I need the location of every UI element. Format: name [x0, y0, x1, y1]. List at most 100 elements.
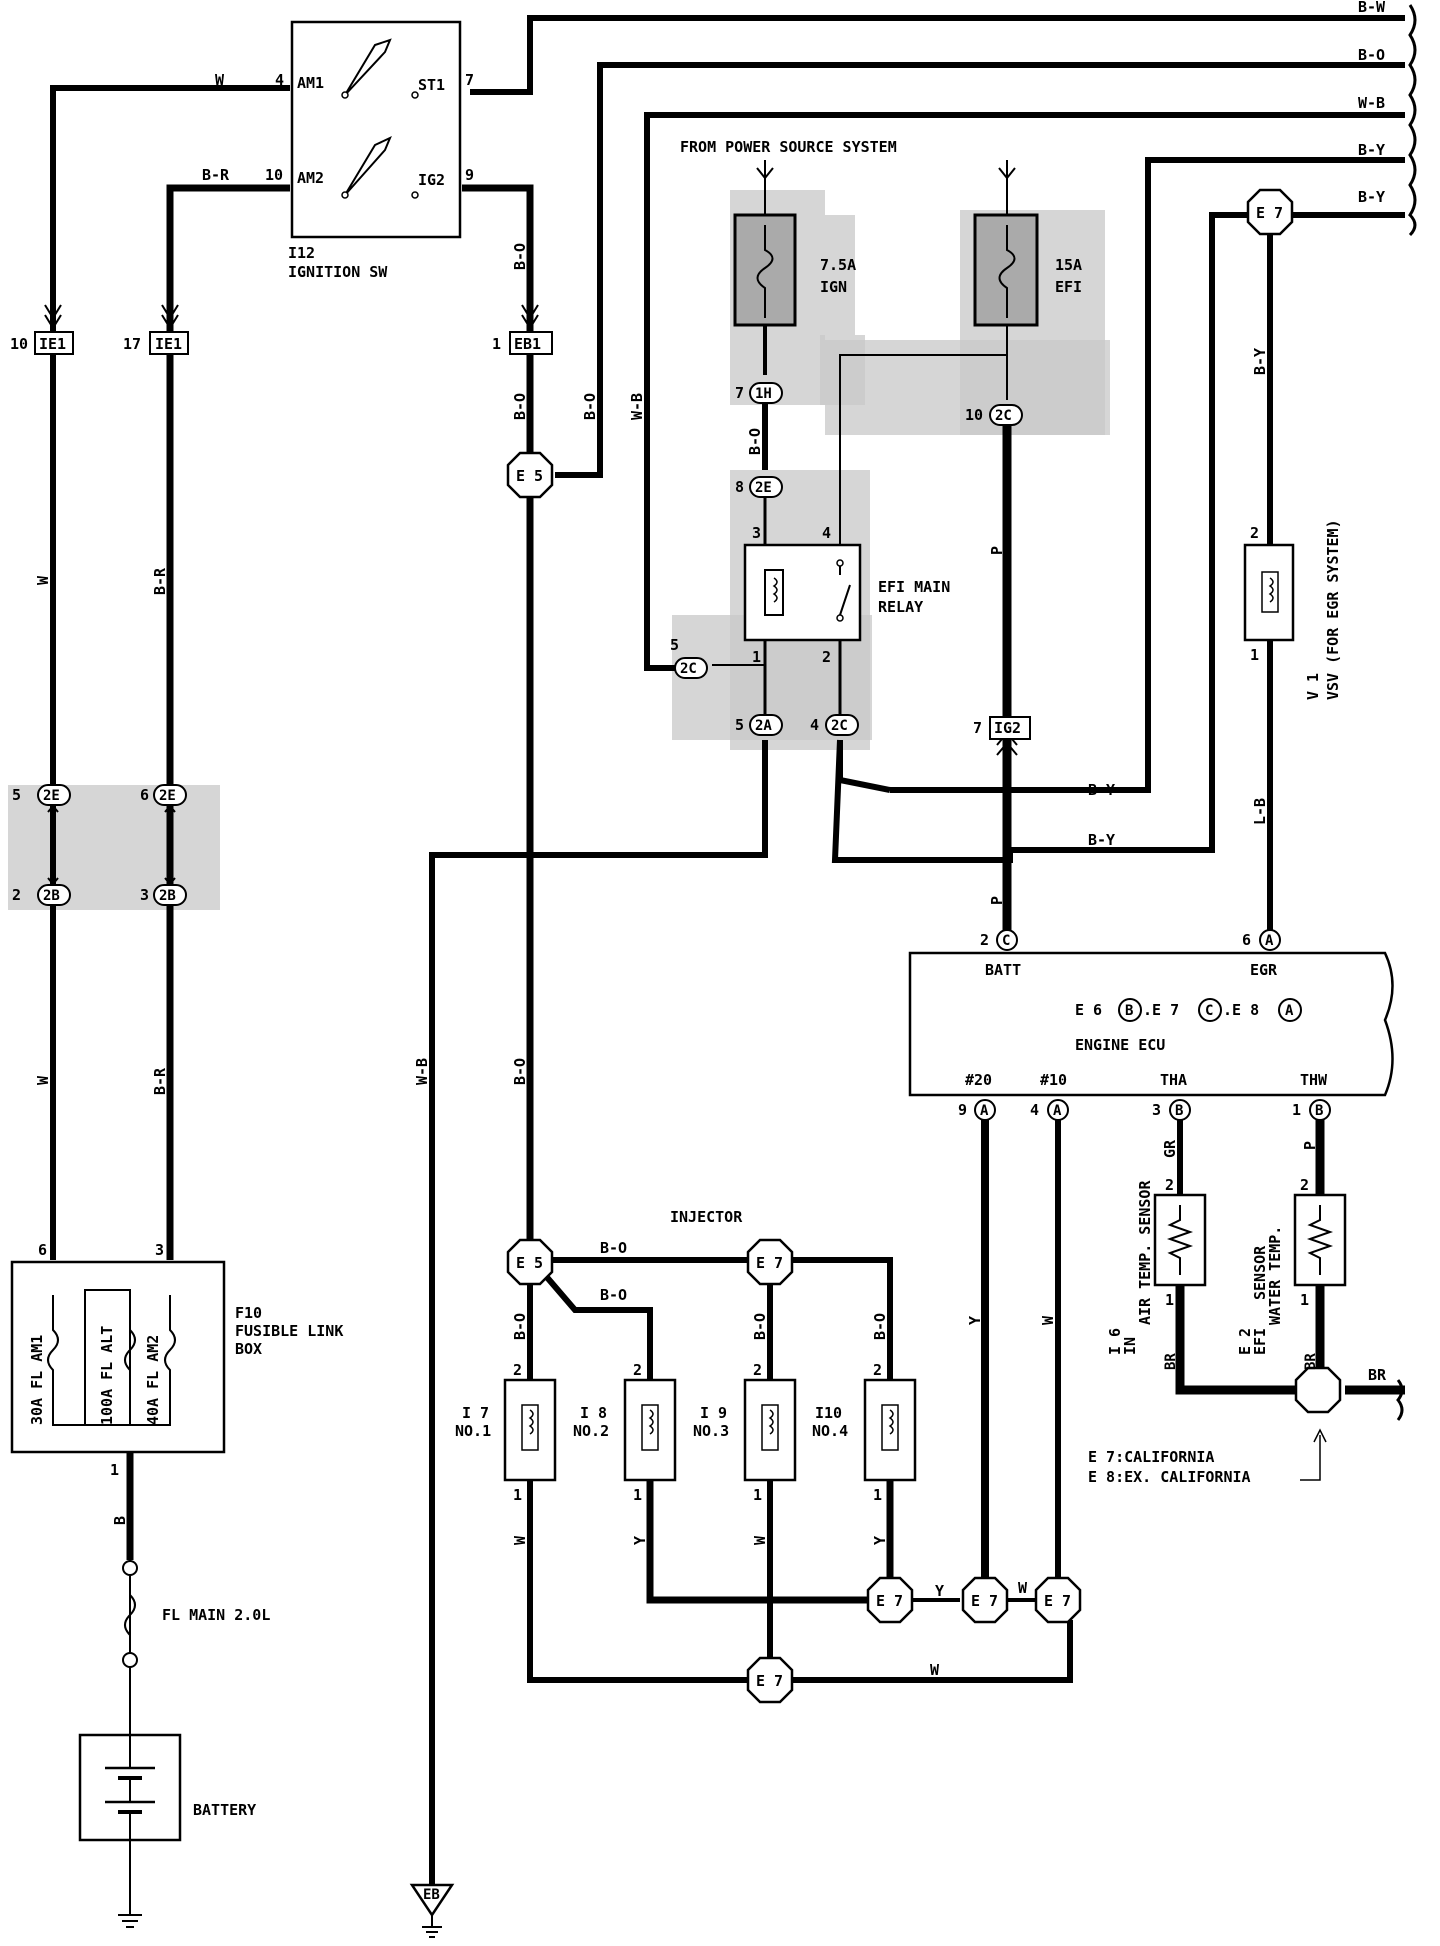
- water-sub: EFI: [1251, 1328, 1269, 1355]
- conn-2c-left: 2C: [680, 661, 697, 677]
- wl-p-1: P: [988, 546, 1006, 555]
- wl-wb-1: W-B: [628, 393, 646, 420]
- inj3-pin-bottom: 1: [753, 1486, 762, 1504]
- ignition-switch: AM1 AM2 ST1 IG2 4 10 7 9 W B-R I12 IGNIT…: [202, 20, 474, 281]
- inj2-id: I 8: [580, 1404, 607, 1422]
- wire-bo-top: B-O: [1358, 46, 1385, 64]
- wl-w-3: W: [511, 1535, 529, 1545]
- ig-am2-label: AM2: [297, 169, 324, 187]
- fl-am1: 30A FL AM1: [28, 1335, 46, 1425]
- vsv-pin-bottom: 1: [1250, 646, 1259, 664]
- ig-pin-st1: 7: [465, 71, 474, 89]
- conn-2c-top-pin: 10: [965, 406, 983, 424]
- injectors: INJECTOR 2 1 I 7 NO.1 2 1 I 8 NO.2 2 1 I…: [455, 1208, 917, 1504]
- wl-br-4: BR: [1163, 1353, 1179, 1370]
- wl-bo-10: B-O: [871, 1313, 889, 1340]
- inj1-pin-top: 2: [513, 1361, 522, 1379]
- wl-br-3: BR: [1368, 1366, 1387, 1384]
- inj2-pin-top: 2: [633, 1361, 642, 1379]
- wl-w-4: W: [751, 1535, 769, 1545]
- wl-bo-4: B-O: [746, 428, 764, 455]
- ecu-pin-10-letter: A: [1053, 1103, 1062, 1119]
- wire-am1-label: W: [215, 71, 225, 89]
- fl-pin-1: 1: [110, 1461, 119, 1479]
- wl-b: B: [111, 1516, 129, 1525]
- ecu-pin-20: 9: [958, 1101, 967, 1119]
- ecu-pin-egr-letter: A: [1265, 933, 1274, 949]
- battery: BATTERY: [78, 1733, 256, 1928]
- junction-eb: EB: [423, 1887, 440, 1903]
- ig-ig2-label: IG2: [418, 171, 445, 189]
- relay-pin-4: 4: [822, 524, 831, 542]
- fl-box-id: F10: [235, 1304, 262, 1322]
- wl-y-2: Y: [871, 1536, 889, 1545]
- relay-pin-1: 1: [752, 648, 761, 666]
- wl-w-2: W: [34, 1075, 52, 1085]
- ecu-code-6: A: [1285, 1003, 1294, 1019]
- ecu-pin-tha-letter: B: [1175, 1103, 1183, 1119]
- inj1-id: I 7: [462, 1404, 489, 1422]
- fuse-ign-name: IGN: [820, 278, 847, 296]
- ecu-tha: THA: [1160, 1071, 1187, 1089]
- fl-pin-6: 6: [38, 1241, 47, 1259]
- inj4-pin-bottom: 1: [873, 1486, 882, 1504]
- ig-pin-am1: 4: [275, 71, 284, 89]
- fl-pin-3: 3: [155, 1241, 164, 1259]
- wire-color-labels: W B-R W B-R B-O B-O B-O W-B B-O P P B-Y …: [34, 243, 1387, 1679]
- conn-2e-a: 2E: [43, 788, 60, 804]
- round-connectors: 2E 5 2E 6 2B 2 2B 3 1H 7 2E 8 2C 10 2C 5…: [12, 382, 1023, 906]
- wl-w-7: W: [1039, 1315, 1057, 1325]
- ecu-code-2: B: [1125, 1003, 1133, 1019]
- wl-br-1: B-R: [151, 567, 169, 595]
- injector-3: 2 1 I 9 NO.3: [693, 1361, 797, 1504]
- inj2-no: NO.2: [573, 1422, 609, 1440]
- fl-am2: 40A FL AM2: [144, 1335, 162, 1425]
- fl-box-name2: BOX: [235, 1340, 262, 1358]
- conn-1h-pin: 7: [735, 384, 744, 402]
- fuse-efi-rating: 15A: [1055, 256, 1082, 274]
- inj1-pin-bottom: 1: [513, 1486, 522, 1504]
- wl-bo-5: B-O: [511, 1058, 529, 1085]
- junction-e5-top: E 5: [516, 467, 543, 485]
- fuse-ign: 7.5A IGN: [733, 213, 856, 327]
- relay-name2: RELAY: [878, 598, 923, 616]
- bundle-labels: B-W B-O W-B B-Y B-Y FROM POWER SOURCE SY…: [680, 0, 1417, 237]
- ig-st1-label: ST1: [418, 76, 445, 94]
- junction-e7-inj: E 7: [756, 1254, 783, 1272]
- ig-id: I12: [288, 244, 315, 262]
- water-pin-2: 2: [1300, 1176, 1309, 1194]
- inj4-pin-top: 2: [873, 1361, 882, 1379]
- wl-bo-1: B-O: [511, 243, 529, 270]
- wire-by-2: B-Y: [1358, 188, 1385, 206]
- water-sub2: SENSOR: [1251, 1245, 1269, 1300]
- conn-2c-top: 2C: [995, 408, 1012, 424]
- ig-pin-am2: 10: [265, 166, 283, 184]
- conn-2e-a-pin: 5: [12, 786, 21, 804]
- inj3-pin-top: 2: [753, 1361, 762, 1379]
- connector-boxes: IE1 10 IE1 17 EB1 1 IG2 7: [10, 331, 1031, 740]
- fl-alt: 100A FL ALT: [98, 1326, 116, 1425]
- junction-e7-top: E 7: [1256, 204, 1283, 222]
- engine-ecu: C 2 A 6 BATT EGR E 6 B .E 7 C .E 8 A ENG…: [908, 929, 1394, 1121]
- inj4-id: I10: [815, 1404, 842, 1422]
- wl-by-3: B-Y: [1251, 348, 1269, 375]
- wl-w-6: W: [930, 1661, 940, 1679]
- wl-y-4: Y: [966, 1316, 984, 1325]
- conn-2c-left-pin: 5: [670, 636, 679, 654]
- conn-1h: 1H: [755, 386, 772, 402]
- wl-bo-9: B-O: [751, 1313, 769, 1340]
- wl-by-2: B-Y: [1088, 831, 1115, 849]
- wire-bw: B-W: [1358, 0, 1386, 16]
- conn-2b-b-pin: 3: [140, 886, 149, 904]
- conn-2e-b: 2E: [159, 788, 176, 804]
- conn-2a-pin: 5: [735, 716, 744, 734]
- conn-eb1: EB1: [514, 335, 541, 353]
- battery-label: BATTERY: [193, 1801, 256, 1819]
- fusible-link-box: 30A FL AM1 100A FL ALT 40A FL AM2 6 3 1 …: [10, 1241, 343, 1479]
- ecu-name: ENGINE ECU: [1075, 1036, 1165, 1054]
- water-pin-1: 1: [1300, 1291, 1309, 1309]
- conn-2e-relay-pin: 8: [735, 478, 744, 496]
- efi-main-relay: 3 4 1 2 EFI MAIN RELAY: [743, 524, 950, 666]
- ecu-pin-thw: 1: [1292, 1101, 1301, 1119]
